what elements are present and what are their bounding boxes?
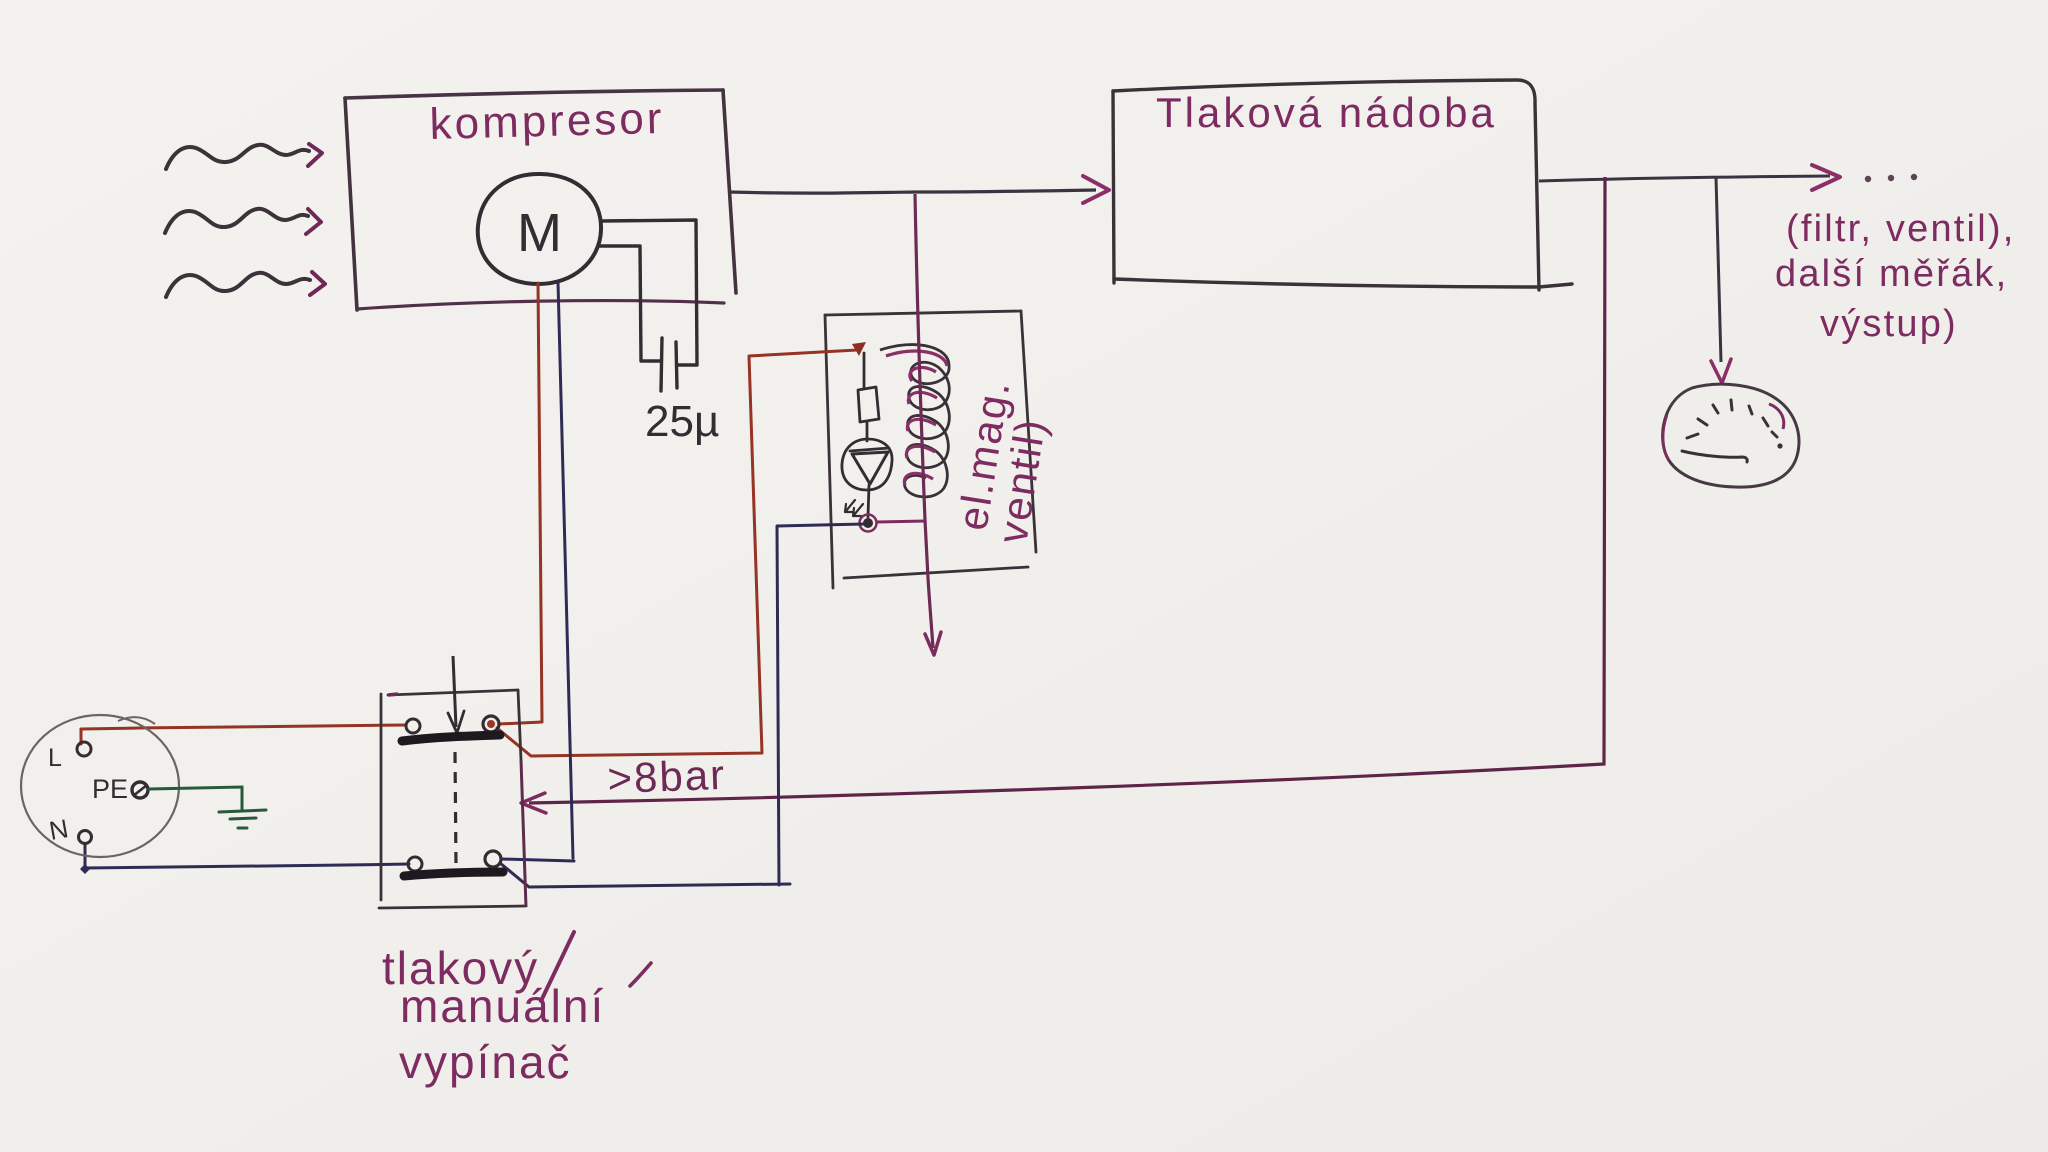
svg-text:manuální: manuální bbox=[400, 980, 605, 1032]
svg-text:Tlaková nádoba: Tlaková nádoba bbox=[1156, 89, 1497, 136]
svg-text:tlakový: tlakový bbox=[382, 942, 539, 994]
svg-text:>8bar: >8bar bbox=[607, 751, 727, 802]
svg-text:M: M bbox=[517, 203, 562, 263]
svg-text:PE: PE bbox=[92, 774, 128, 804]
svg-text:vypínač: vypínač bbox=[399, 1036, 572, 1088]
svg-text:další měřák,: další měřák, bbox=[1775, 253, 2008, 295]
svg-text:(filtr, ventil),: (filtr, ventil), bbox=[1786, 208, 2015, 250]
svg-text:N: N bbox=[47, 813, 71, 846]
svg-text:kompresor: kompresor bbox=[429, 94, 665, 149]
svg-text:L: L bbox=[48, 744, 62, 772]
svg-text:25µ: 25µ bbox=[645, 397, 719, 446]
svg-text:výstup): výstup) bbox=[1820, 303, 1958, 345]
